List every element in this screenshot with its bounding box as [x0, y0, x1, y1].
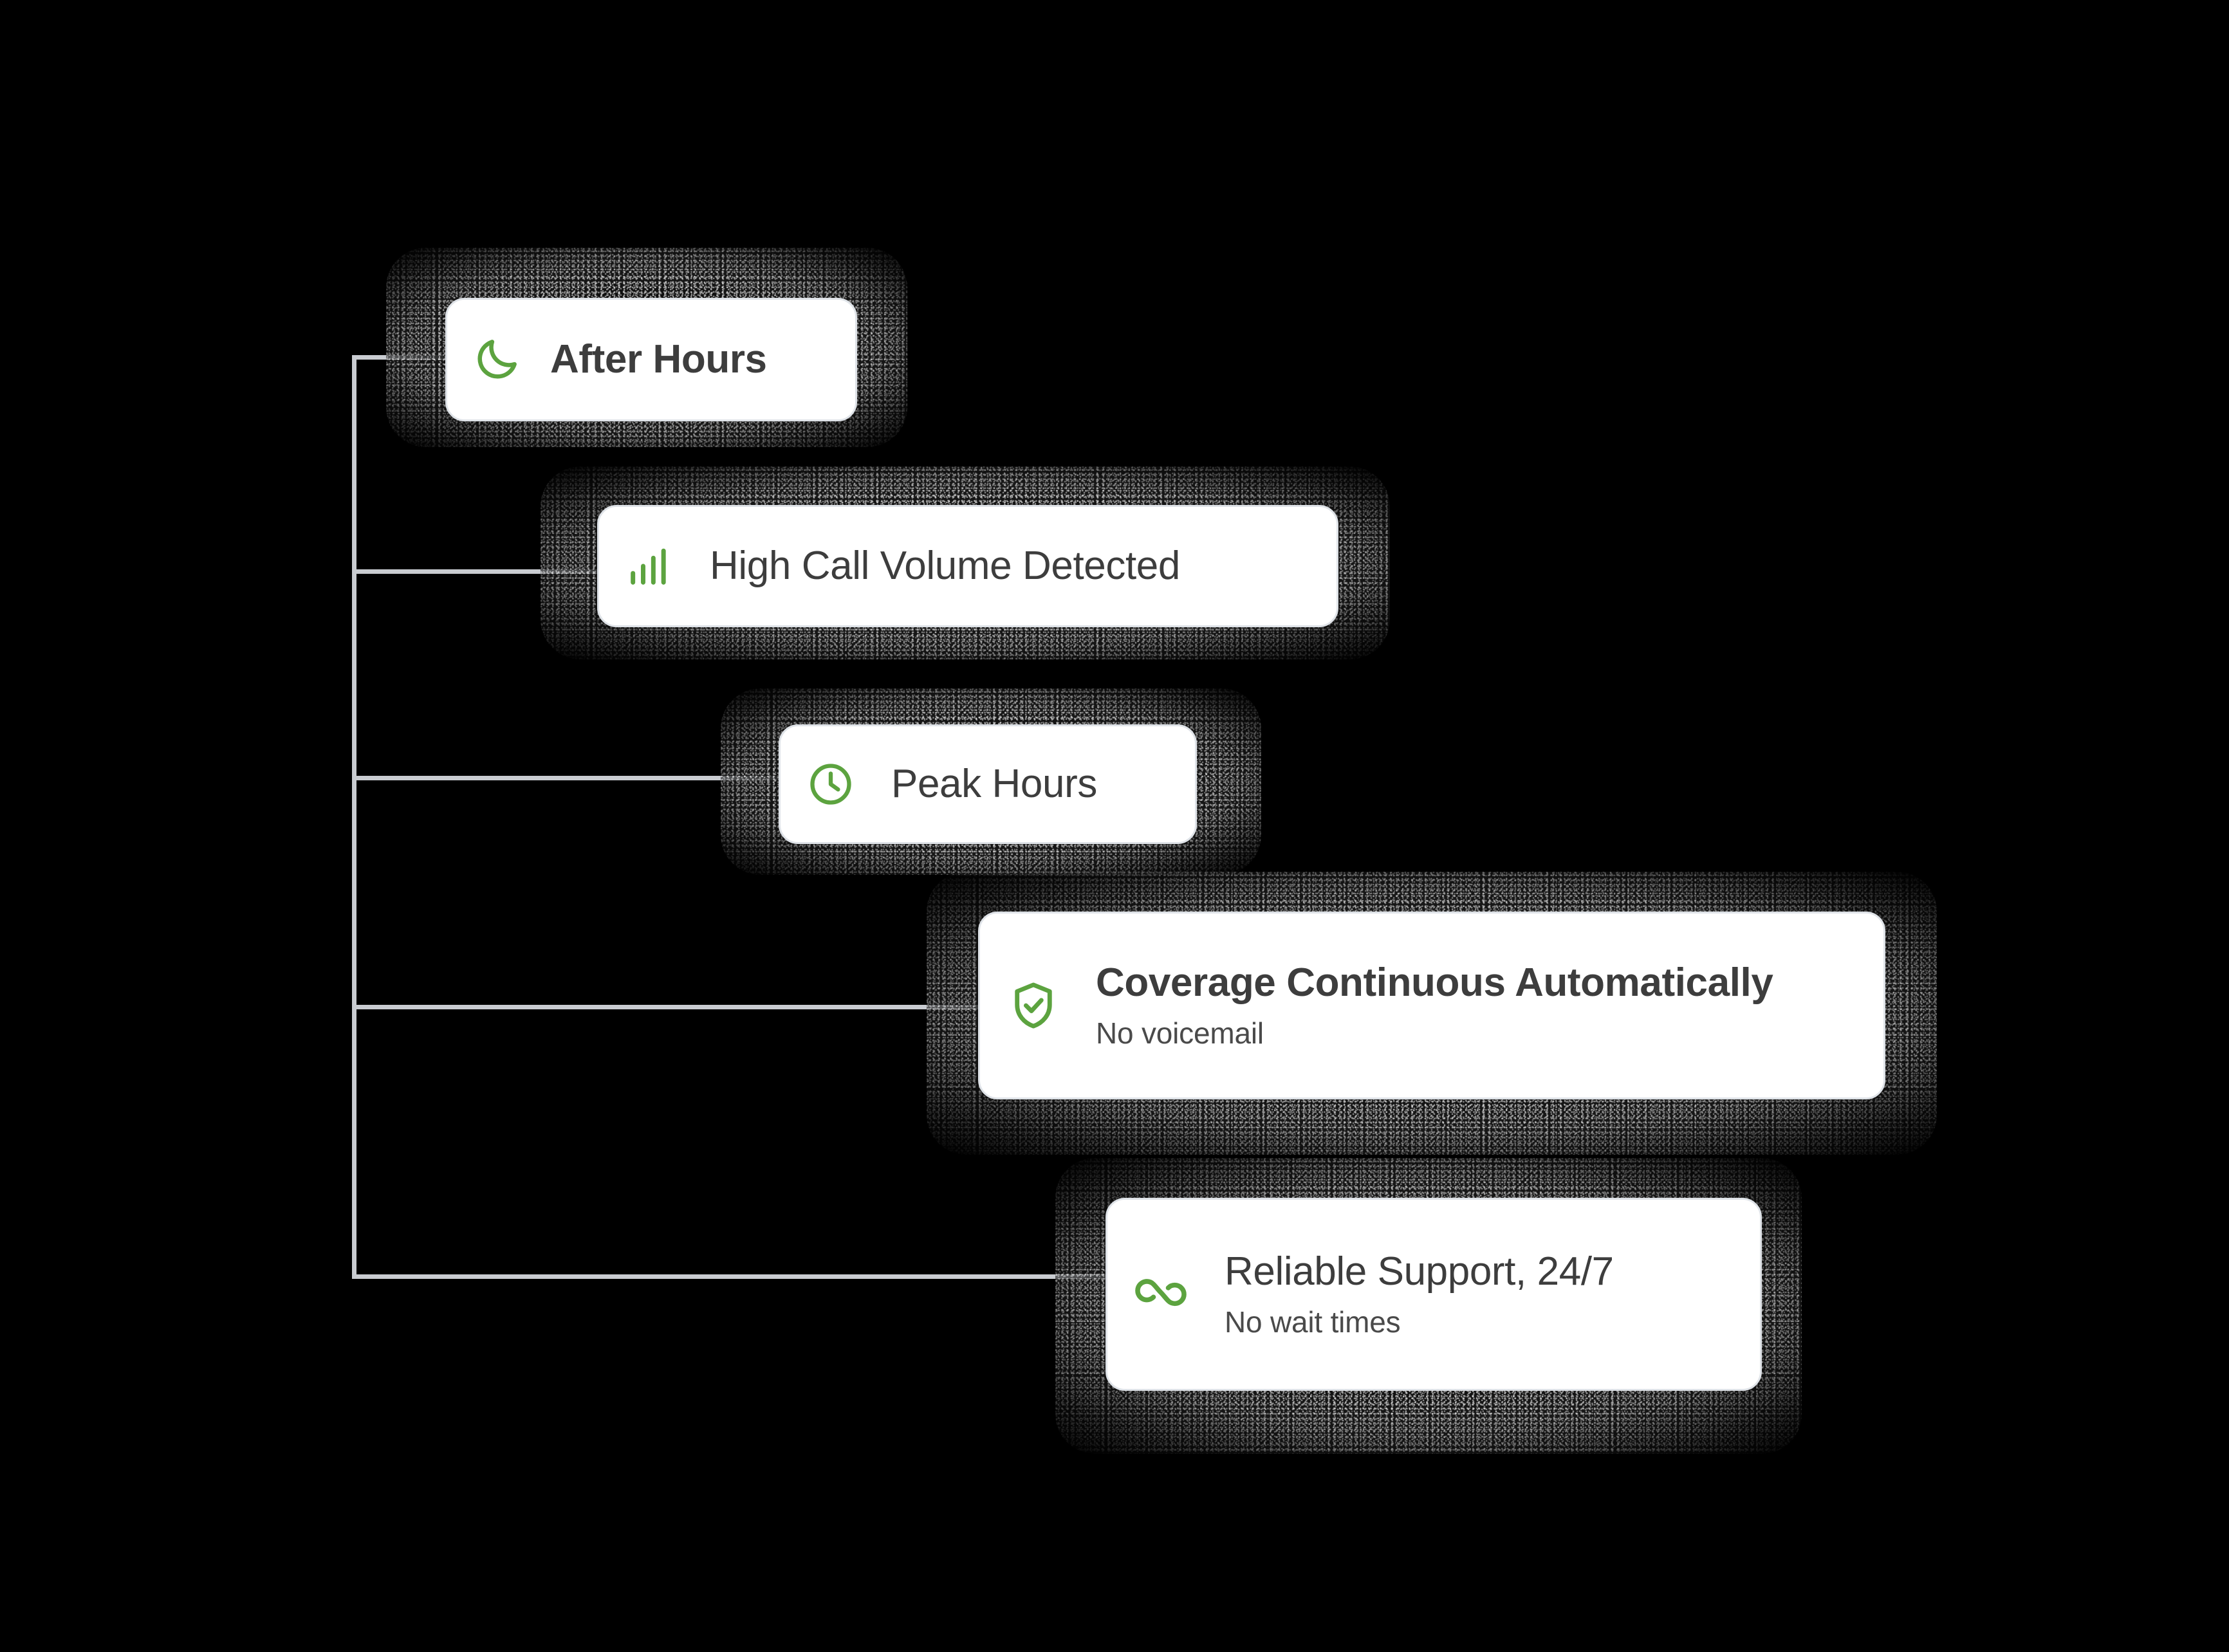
clock-icon — [806, 760, 855, 809]
card-text-block: Peak Hours — [891, 762, 1097, 806]
connector-branch-coverage — [352, 1005, 983, 1009]
card-surface[interactable]: After Hours — [445, 298, 857, 421]
card-title: High Call Volume Detected — [710, 544, 1180, 589]
card-title: Peak Hours — [891, 762, 1097, 807]
moon-icon — [472, 335, 522, 385]
connector-branch-peak-hours — [352, 776, 783, 780]
card-text-block: Reliable Support, 24/7 No wait times — [1225, 1249, 1614, 1339]
card-surface[interactable]: Coverage Continuous Automatically No voi… — [978, 912, 1885, 1099]
connector-branch-high-volume — [352, 569, 603, 574]
infinity-icon — [1133, 1267, 1188, 1322]
card-text-block: After Hours — [550, 337, 767, 381]
card-subtitle: No wait times — [1225, 1305, 1401, 1339]
card-text-block: Coverage Continuous Automatically No voi… — [1096, 960, 1773, 1051]
connector-branch-reliable-support — [352, 1274, 1111, 1279]
card-surface[interactable]: Reliable Support, 24/7 No wait times — [1105, 1198, 1762, 1391]
card-title: After Hours — [550, 337, 767, 382]
card-surface[interactable]: High Call Volume Detected — [597, 505, 1338, 627]
shield-check-icon — [1007, 979, 1060, 1032]
card-title: Reliable Support, 24/7 — [1225, 1249, 1614, 1294]
connector-trunk — [352, 355, 356, 1279]
card-surface[interactable]: Peak Hours — [779, 724, 1197, 844]
card-title: Coverage Continuous Automatically — [1096, 960, 1773, 1005]
card-text-block: High Call Volume Detected — [710, 544, 1180, 588]
card-subtitle: No voicemail — [1096, 1016, 1264, 1051]
bar-chart-icon — [625, 542, 674, 591]
